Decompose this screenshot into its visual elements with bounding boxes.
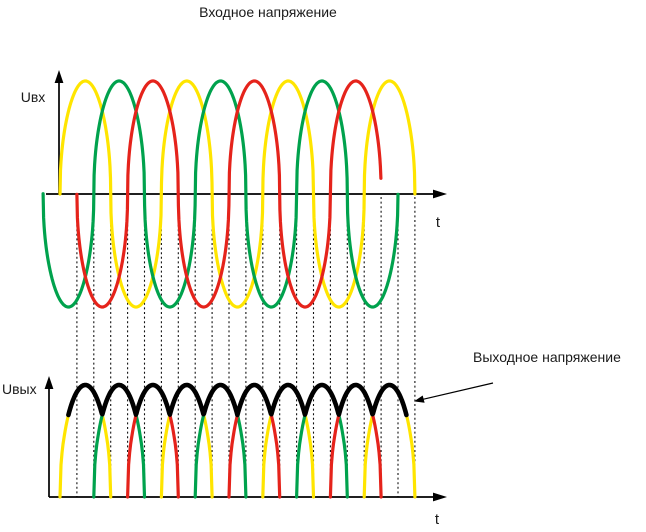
output-annotation-arrow (414, 382, 494, 403)
output-time-axis-label: t (435, 511, 440, 528)
output-time-axis-arrowhead-icon (433, 492, 447, 502)
output-voltage-axis-label: Uвых (2, 381, 37, 397)
output-voltage-chart (44, 376, 447, 502)
phase-a-rectified-pulses (58, 383, 417, 499)
input-time-axis-label: t (436, 214, 441, 231)
phase-c-input-wave (75, 79, 383, 309)
input-voltage-axis-arrowhead-icon (54, 70, 64, 83)
annotation-arrow-line (422, 382, 494, 400)
input-voltage-axis-label: Uвх (21, 89, 46, 105)
output-voltage-axis-arrowhead-icon (44, 376, 54, 389)
annotation-arrowhead-icon (414, 395, 425, 403)
input-time-axis-arrowhead-icon (433, 189, 447, 199)
zero-crossing-dotted-grid (76, 197, 416, 497)
input-voltage-chart (41, 70, 447, 309)
output-envelope-curve (66, 382, 409, 418)
output-annotation-label: Выходное напряжение (473, 349, 621, 365)
diagram-title: Входное напряжение (199, 4, 337, 20)
